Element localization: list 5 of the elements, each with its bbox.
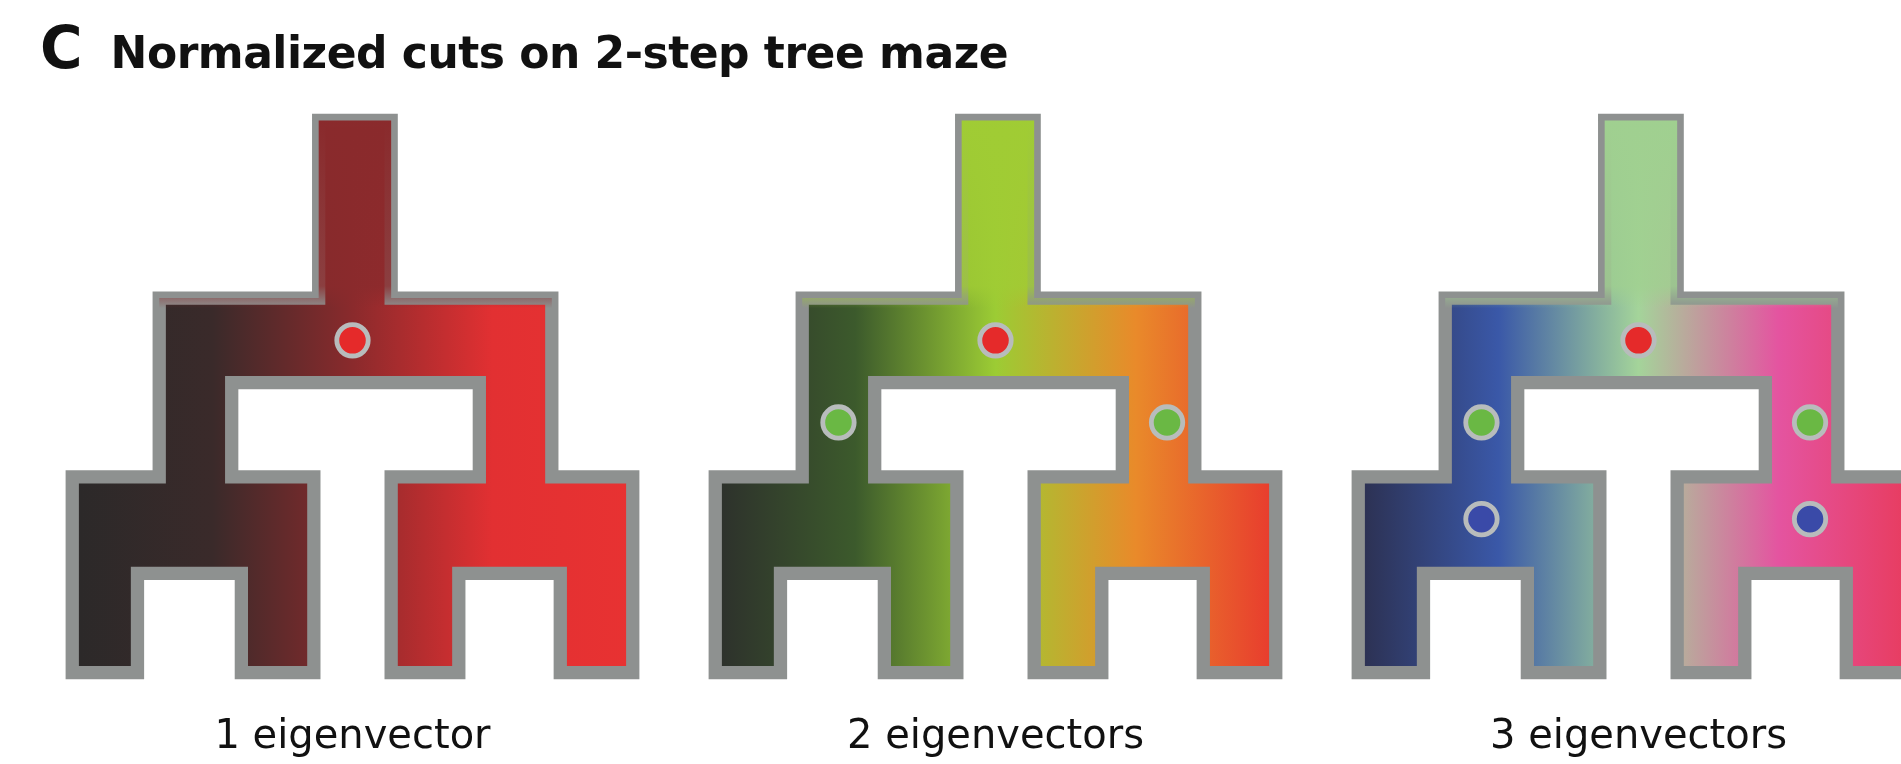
caption: 3 eigenvectors	[1490, 711, 1787, 757]
caption: 2 eigenvectors	[847, 711, 1144, 757]
panel-letter: C	[40, 14, 83, 82]
caption: 1 eigenvector	[214, 711, 491, 757]
title: Normalized cuts on 2-step tree maze	[110, 27, 1009, 78]
